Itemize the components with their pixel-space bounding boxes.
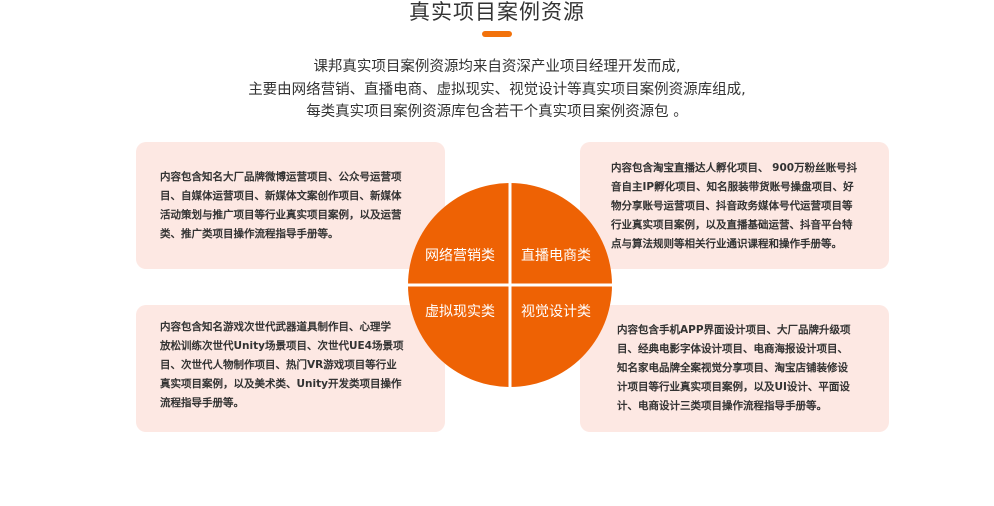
- quadrant-live-ecommerce: [510, 183, 612, 285]
- card-line: 放松训练次世代Unity场景项目、次世代UE4场景项: [160, 340, 404, 352]
- card-virtual-reality: 内容包含知名游戏次世代武器道具制作目、心理学 放松训练次世代Unity场景项目、…: [136, 305, 445, 432]
- card-line: 目、经典电影字体设计项目、电商海报设计项目、: [617, 343, 848, 355]
- intro-line: 课邦真实项目案例资源均来自资深产业项目经理开发而成,: [313, 59, 681, 75]
- card-line: 知名家电品牌全案视觉分享项目、淘宝店铺装修设: [617, 362, 848, 374]
- card-line: 内容包含知名游戏次世代武器道具制作目、心理学: [160, 321, 391, 333]
- page-title: 真实项目案例资源: [409, 0, 585, 24]
- title-underline: [482, 31, 512, 37]
- intro-line: 主要由网络营销、直播电商、虚拟现实、视觉设计等真实项目案例资源库组成,: [248, 81, 746, 98]
- card-live-ecommerce: 内容包含淘宝直播达人孵化项目、 900万粉丝账号抖 音自主IP孵化项目、知名服装…: [580, 142, 889, 269]
- quadrant-virtual-reality: [408, 285, 510, 387]
- intro-paragraph: 课邦真实项目案例资源均来自资深产业项目经理开发而成, 主要由网络营销、直播电商、…: [0, 56, 994, 124]
- card-text: 内容包含淘宝直播达人孵化项目、 900万粉丝账号抖 音自主IP孵化项目、知名服装…: [611, 159, 867, 254]
- quadrant-network-marketing: [408, 183, 510, 285]
- card-text: 内容包含知名大厂品牌微博运营项目、公众号运营项 目、自媒体运营项目、新媒体文案创…: [160, 168, 416, 244]
- card-line: 流程指导手册等。: [160, 397, 244, 409]
- card-line: 目、次世代人物制作项目、热门VR游戏项目等行业: [160, 359, 397, 371]
- quadrant-label: 直播电商类: [521, 248, 591, 264]
- category-circle-graphic: [408, 183, 612, 387]
- category-circle: 网络营销类 直播电商类 虚拟现实类 视觉设计类: [408, 183, 612, 387]
- card-line: 内容包含淘宝直播达人孵化项目、 900万粉丝账号抖: [611, 162, 858, 174]
- card-network-marketing: 内容包含知名大厂品牌微博运营项目、公众号运营项 目、自媒体运营项目、新媒体文案创…: [136, 142, 445, 269]
- card-text: 内容包含知名游戏次世代武器道具制作目、心理学 放松训练次世代Unity场景项目、…: [160, 318, 416, 413]
- card-visual-design: 内容包含手机APP界面设计项目、大厂品牌升级项 目、经典电影字体设计项目、电商海…: [580, 305, 889, 432]
- card-line: 行业真实项目案例，以及直播基础运营、抖音平台特: [611, 219, 853, 231]
- card-text: 内容包含手机APP界面设计项目、大厂品牌升级项 目、经典电影字体设计项目、电商海…: [617, 321, 869, 416]
- card-line: 点与算法规则等相关行业通识课程和操作手册等。: [611, 238, 842, 250]
- card-line: 真实项目案例，以及美术类、Unity开发类项目操作: [160, 378, 402, 390]
- card-line: 活动策划与推广项目等行业真实项目案例，以及运营: [160, 209, 402, 221]
- quadrant-label: 虚拟现实类: [425, 304, 495, 320]
- card-line: 类、推广类项目操作流程指导手册等。: [160, 228, 339, 240]
- card-line: 计项目等行业真实项目案例，以及UI设计、平面设: [617, 381, 850, 393]
- card-line: 目、自媒体运营项目、新媒体文案创作项目、新媒体: [160, 190, 402, 202]
- card-line: 物分享账号运营项目、抖音政务媒体号代运营项目等: [611, 200, 853, 212]
- card-line: 内容包含手机APP界面设计项目、大厂品牌升级项: [617, 324, 851, 336]
- card-line: 音自主IP孵化项目、知名服装带货账号操盘项目、好: [611, 181, 854, 193]
- intro-line: 每类真实项目案例资源库包含若干个真实项目案例资源包 。: [306, 104, 688, 120]
- quadrant-label: 视觉设计类: [521, 304, 591, 320]
- quadrant-label: 网络营销类: [425, 248, 495, 264]
- card-line: 计、电商设计三类项目操作流程指导手册等。: [617, 400, 827, 412]
- quadrant-visual-design: [510, 285, 612, 387]
- card-line: 内容包含知名大厂品牌微博运营项目、公众号运营项: [160, 171, 402, 183]
